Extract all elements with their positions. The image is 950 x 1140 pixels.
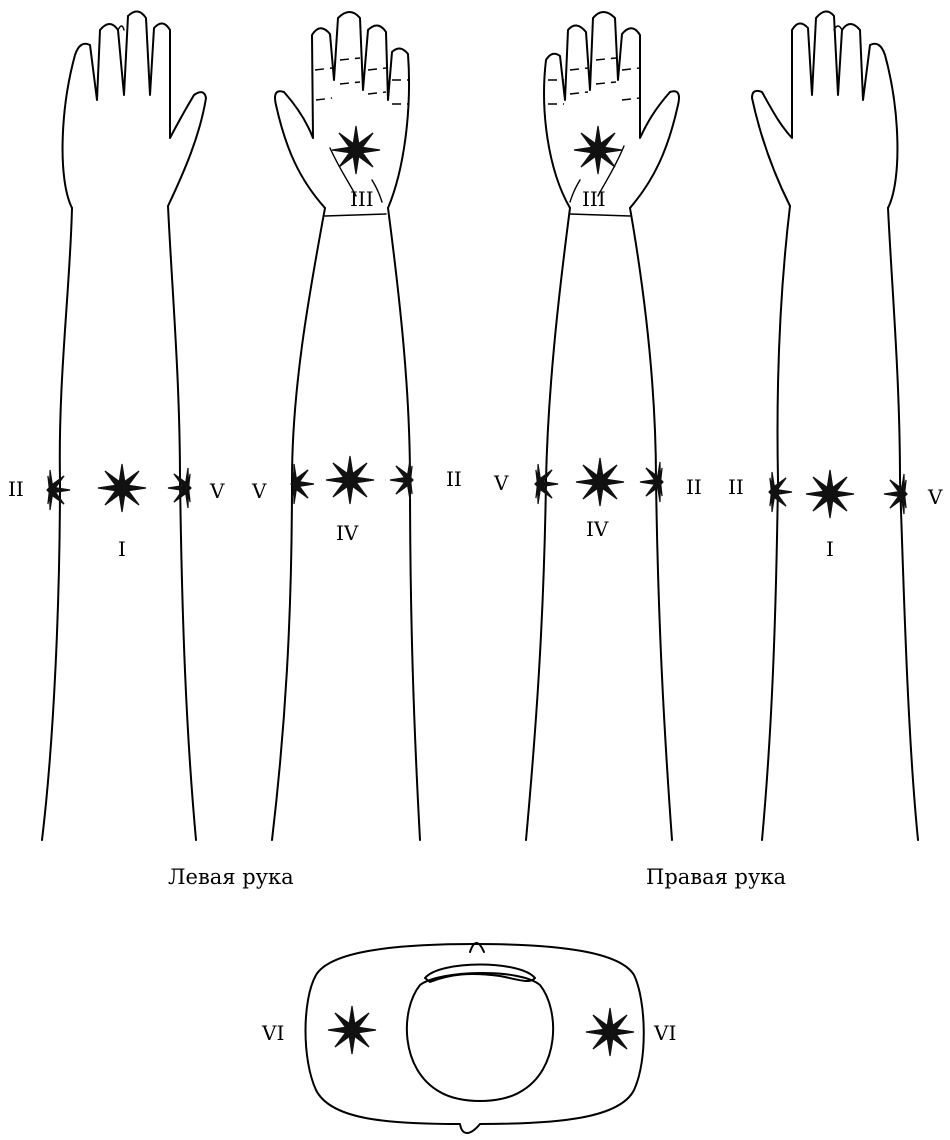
label-ii-arm1: II (8, 477, 24, 501)
caption-left-arm: Левая рука (168, 865, 294, 889)
labels: II I V III V IV II III V IV II II I V VI… (8, 187, 943, 1045)
label-v-arm1: V (209, 479, 225, 503)
label-i-arm4: I (826, 537, 834, 561)
marker-iv-arm2 (326, 456, 374, 504)
marker-iii-arm2 (332, 126, 380, 174)
label-i-arm1: I (118, 537, 126, 561)
marker-i-arm1 (98, 464, 146, 512)
marker-v-arm2 (291, 464, 314, 504)
label-ii-arm4: II (728, 475, 744, 499)
label-v-arm3: V (493, 471, 509, 495)
marker-ii-arm4 (769, 472, 792, 512)
marker-layer (47, 126, 907, 1056)
marker-v-arm4 (884, 474, 907, 514)
marker-ii-arm3 (640, 462, 663, 502)
label-ii-arm3: II (686, 475, 702, 499)
label-iv-arm3: IV (586, 517, 609, 541)
marker-ii-arm2 (390, 460, 413, 500)
left-arm-palm (272, 12, 420, 840)
label-iv-arm2: IV (336, 521, 359, 545)
label-ii-arm2: II (446, 467, 462, 491)
marker-i-arm4 (806, 470, 854, 518)
label-v-arm4: V (927, 485, 943, 509)
marker-vi-left (328, 1006, 376, 1054)
right-arm-palm (526, 12, 679, 840)
marker-iii-arm3 (574, 126, 622, 174)
label-v-arm2: V (251, 479, 267, 503)
caption-right-arm: Правая рука (646, 865, 786, 889)
label-iii-arm3: III (582, 187, 606, 211)
left-arm-back (42, 11, 206, 840)
marker-vi-right (586, 1008, 634, 1056)
label-iii-arm2: III (350, 187, 374, 211)
label-vi-left: VI (261, 1021, 284, 1045)
right-arm-back (752, 11, 918, 840)
label-vi-right: VI (653, 1021, 676, 1045)
marker-ii-arm1 (47, 470, 70, 510)
marker-iv-arm3 (576, 458, 624, 506)
